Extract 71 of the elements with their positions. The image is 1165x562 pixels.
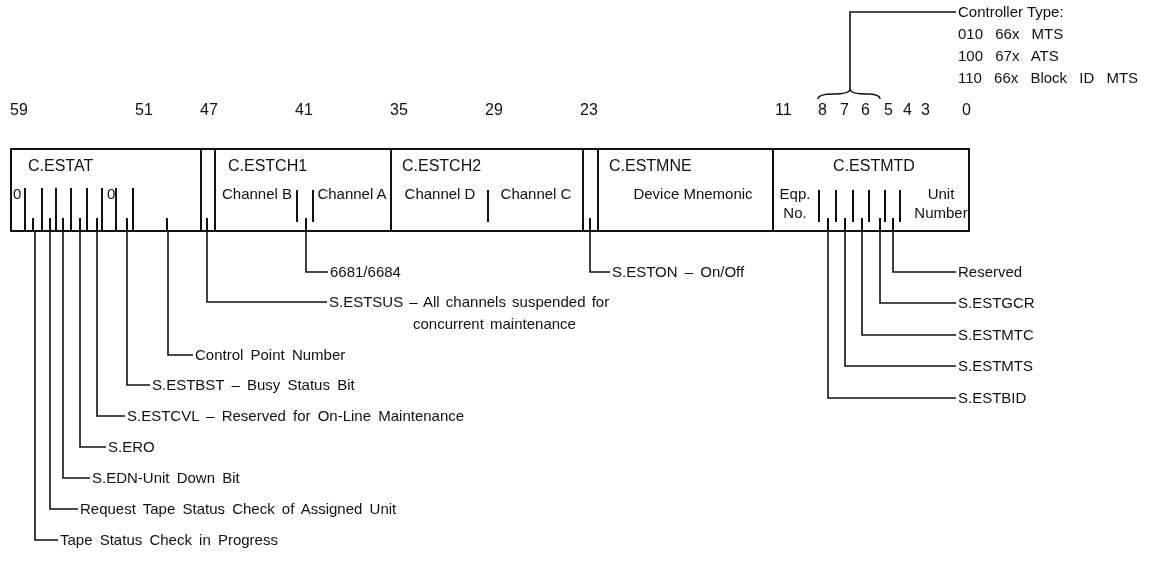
field-name: C.ESTAT [28,156,94,175]
leader-line [79,231,107,448]
bit-number: 4 [903,100,912,120]
callout-text: S.EDN-Unit Down Bit [92,467,240,489]
leader-line [34,231,59,541]
callout-text: S.ESTBST – Busy Status Bit [152,374,355,396]
bit-number: 5 [884,100,893,120]
leader-line [206,231,328,303]
register-field [200,148,216,232]
register-field [390,148,584,232]
callout-heading: Controller Type: [958,2,1065,22]
code-table-row-text: 100 67x ATS [958,46,1060,66]
callout-text: S.ESTMTC [958,324,1034,346]
leader-line [849,11,957,91]
callout-text: Reserved [958,261,1023,283]
field-description: Device Mnemonic [632,184,754,203]
field-description: Unit Number [913,184,969,222]
callout-text: Request Tape Status Check of Assigned Unit [80,498,397,520]
field-name: C.ESTCH2 [402,156,482,175]
bit-number: 29 [485,100,503,120]
callout-text: S.ERO [108,436,155,458]
register-field [772,148,970,232]
bit-number: 3 [921,100,930,120]
register-field [10,148,202,232]
callout-text: S.ESTSUS – All channels suspended for concurrent maintenance [329,291,613,335]
bit-number: 6 [861,100,870,120]
callout-text: S.ESTGCR [958,292,1035,314]
bit-number: 11 [775,100,792,120]
leader-line [892,231,957,273]
field-description: Eqp. No. [778,184,812,222]
bit-number: 8 [818,100,827,120]
bit-value: 0 [13,184,22,203]
bit-number: 7 [840,100,849,120]
leader-line [589,231,611,273]
field-description: Channel D [403,184,477,203]
code-table-row-text: 010 66x MTS [958,24,1065,44]
leader-line [827,231,957,399]
register-field [597,148,774,232]
leader-line [49,231,79,510]
leader-line [844,231,957,367]
field-description: Channel B [220,184,294,203]
callout-text: S.ESTCVL – Reserved for On-Line Maintenance [127,405,465,427]
bit-number: 41 [295,100,313,120]
field-name: C.ESTMTD [832,156,916,175]
callout-text: S.ESTON – On/Off [612,261,745,283]
bit-number: 59 [10,100,28,120]
leader-line [126,231,151,386]
register-field [582,148,599,232]
bit-number: 47 [200,100,218,120]
field-name: C.ESTCH1 [228,156,308,175]
callout-text: S.ESTBID [958,387,1027,409]
leader-line [861,231,957,336]
field-description: Channel A [316,184,388,203]
bit-number: 0 [962,100,971,120]
leader-line [96,231,126,417]
field-description: Channel C [499,184,573,203]
bit-number: 23 [580,100,598,120]
leader-line [879,231,957,304]
register-field [214,148,392,232]
leader-line [62,231,91,479]
bit-value: 0 [107,184,116,203]
leader-line [167,231,194,356]
callout-text: 6681/6684 [330,261,401,283]
callout-text: S.ESTMTS [958,355,1033,377]
field-name: C.ESTMNE [609,156,692,175]
code-table-row-text: 110 66x Block ID MTS [958,68,1139,88]
bit-number: 35 [390,100,408,120]
bit-number: 51 [135,100,153,120]
callout-text: Tape Status Check in Progress [60,529,278,551]
callout-text: Control Point Number [195,344,346,366]
leader-line [305,231,329,273]
